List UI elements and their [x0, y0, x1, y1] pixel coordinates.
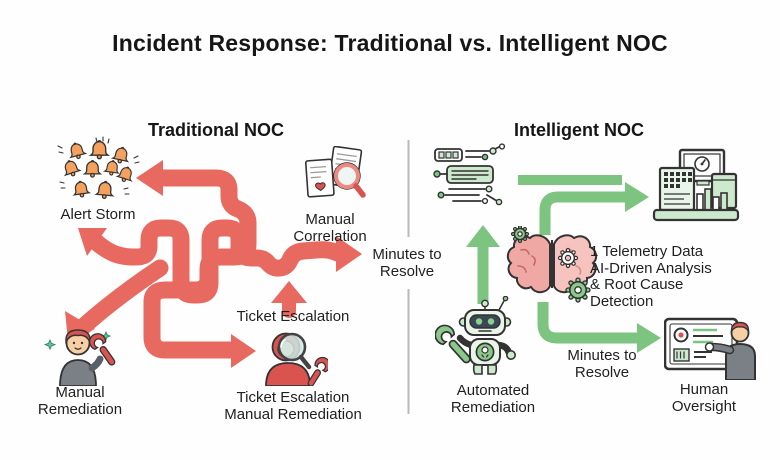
arrowhead-to-telemetry	[466, 225, 500, 247]
traditional-noc-header: Traditional NOC	[147, 120, 284, 140]
alert-storm-label: Alert Storm	[60, 206, 136, 223]
ticket-escalation-arrowhead	[271, 281, 307, 303]
intelligent-noc-header: Intelligent NOC	[514, 120, 644, 140]
manual-correlation-label: Manual Correlation	[293, 211, 367, 245]
arrowhead-to-workstation	[625, 182, 649, 212]
minutes-to-resolve-right-label: Minutes to Resolve	[567, 347, 637, 381]
minutes-to-resolve-left-label: Minutes to Resolve	[372, 246, 442, 280]
red-diagonal-path	[75, 259, 169, 335]
automated-remediation-label: Automated Remediation	[450, 382, 536, 416]
telemetry-data-streams-icon	[433, 143, 506, 206]
workstation-dashboard-icon	[652, 148, 740, 222]
ticket-escalation-label: Ticket Escalation	[236, 308, 350, 325]
ticket-escalation-person-icon	[265, 332, 328, 386]
arrowhead-band-left	[78, 228, 107, 256]
ai-analysis-label: 1 Telemetry Data AI-Driven Analysis & Ro…	[590, 243, 712, 310]
alert-storm-icon	[57, 136, 140, 200]
human-oversight-icon	[664, 317, 756, 380]
page-title: Incident Response: Traditional vs. Intel…	[112, 30, 668, 56]
automated-remediation-robot-icon	[435, 296, 517, 375]
manual-remediation-label: Manual Remediation	[37, 384, 123, 418]
manual-remediation-person-icon	[43, 329, 116, 386]
human-oversight-label: Human Oversight	[671, 381, 737, 415]
manual-correlation-icon	[304, 146, 366, 198]
ticket-escalation-manual-remediation-label: Ticket Escalation Manual Remediation	[224, 389, 362, 423]
ai-brain-gears-icon	[506, 226, 598, 303]
